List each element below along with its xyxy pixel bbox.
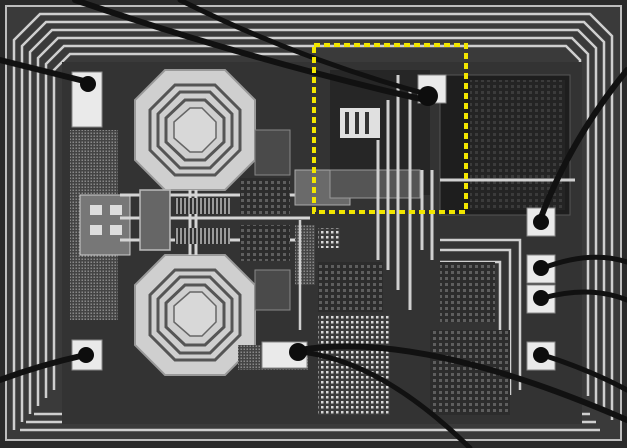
highlighted-lower-block <box>329 169 421 199</box>
ball-bonds <box>78 76 549 363</box>
transistor-array-1 <box>175 198 230 214</box>
transistor-array-2 <box>175 228 230 244</box>
upper-inductor <box>134 69 256 191</box>
left-bias-block <box>79 194 131 256</box>
capacitor-block <box>139 189 171 251</box>
small-dot-array <box>318 228 340 248</box>
lower-inductor <box>134 254 256 376</box>
highlight-box <box>312 43 468 214</box>
lower-right-array <box>440 262 495 322</box>
transistor-array-4 <box>240 225 290 261</box>
bias-block-lower <box>254 269 291 311</box>
bias-block-upper <box>254 129 291 176</box>
center-lower-array <box>318 262 383 312</box>
coupling-block <box>295 225 315 285</box>
transistor-array-3 <box>240 178 290 214</box>
vertical-bus-lines <box>376 75 575 310</box>
